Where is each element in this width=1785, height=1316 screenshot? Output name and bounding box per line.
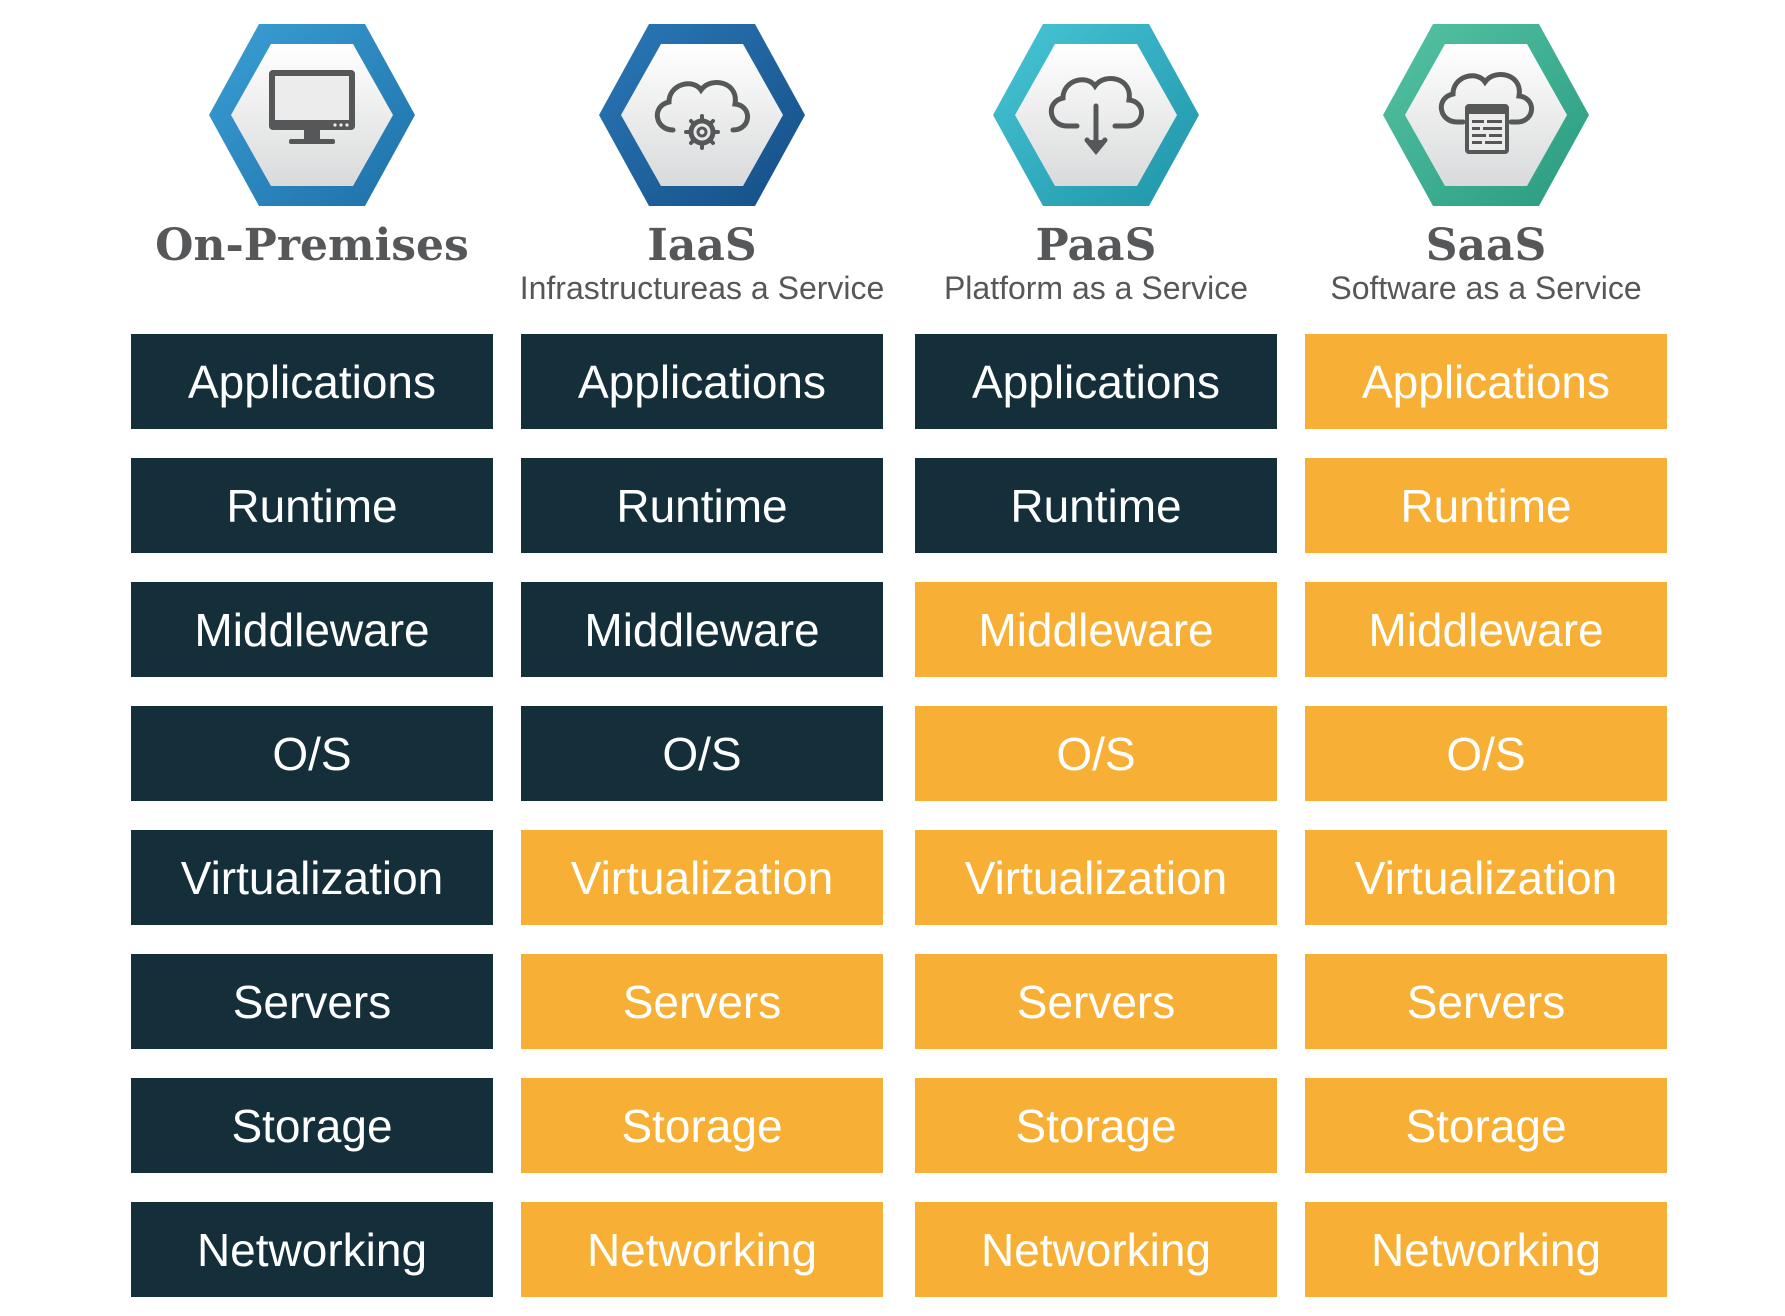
layer-servers: Servers	[915, 954, 1277, 1049]
layer-os: O/S	[1305, 706, 1667, 801]
layer-servers: Servers	[131, 954, 493, 1049]
model-title: IaaS	[647, 220, 757, 271]
layer-virtualization: Virtualization	[131, 830, 493, 925]
layer-middleware: Middleware	[915, 582, 1277, 677]
layer-applications: Applications	[521, 334, 883, 429]
layer-middleware: Middleware	[131, 582, 493, 677]
cloud-gear-icon	[655, 80, 750, 150]
hexagon-badge	[991, 22, 1201, 208]
layer-applications: Applications	[1305, 334, 1667, 429]
layer-networking: Networking	[1305, 1202, 1667, 1297]
layer-servers: Servers	[1305, 954, 1667, 1049]
layer-networking: Networking	[521, 1202, 883, 1297]
monitor-icon	[269, 70, 355, 144]
layer-middleware: Middleware	[521, 582, 883, 677]
layer-networking: Networking	[131, 1202, 493, 1297]
layer-runtime: Runtime	[1305, 458, 1667, 553]
layer-os: O/S	[131, 706, 493, 801]
layer-virtualization: Virtualization	[915, 830, 1277, 925]
layer-storage: Storage	[915, 1078, 1277, 1173]
layer-runtime: Runtime	[131, 458, 493, 553]
layer-networking: Networking	[915, 1202, 1277, 1297]
layer-os: O/S	[915, 706, 1277, 801]
layer-applications: Applications	[915, 334, 1277, 429]
layer-virtualization: Virtualization	[521, 830, 883, 925]
model-subtitle: Platform as a Service	[943, 270, 1249, 306]
layer-servers: Servers	[521, 954, 883, 1049]
model-subtitle: Software as a Service	[1330, 270, 1642, 306]
column-saas: SaaS Software as a Service Applications …	[1305, 0, 1667, 1316]
hexagon-badge	[597, 22, 807, 208]
column-on-premises: On-Premises Applications Runtime Middlew…	[131, 0, 493, 1316]
cloud-window-icon	[1439, 72, 1534, 154]
model-title: PaaS	[1035, 220, 1157, 271]
model-title: SaaS	[1425, 220, 1547, 271]
layer-virtualization: Virtualization	[1305, 830, 1667, 925]
layer-os: O/S	[521, 706, 883, 801]
layer-storage: Storage	[521, 1078, 883, 1173]
layer-storage: Storage	[131, 1078, 493, 1173]
cloud-download-icon	[1049, 76, 1144, 155]
layer-runtime: Runtime	[915, 458, 1277, 553]
model-subtitle: Infrastructureas a Service	[519, 270, 885, 306]
hexagon-badge	[207, 22, 417, 208]
hexagon-badge	[1381, 22, 1591, 208]
layer-middleware: Middleware	[1305, 582, 1667, 677]
layer-runtime: Runtime	[521, 458, 883, 553]
column-paas: PaaS Platform as a Service Applications …	[915, 0, 1277, 1316]
layer-storage: Storage	[1305, 1078, 1667, 1173]
model-title: On-Premises	[155, 220, 469, 271]
layer-applications: Applications	[131, 334, 493, 429]
column-iaas: IaaS Infrastructureas a Service Applicat…	[520, 0, 884, 1316]
